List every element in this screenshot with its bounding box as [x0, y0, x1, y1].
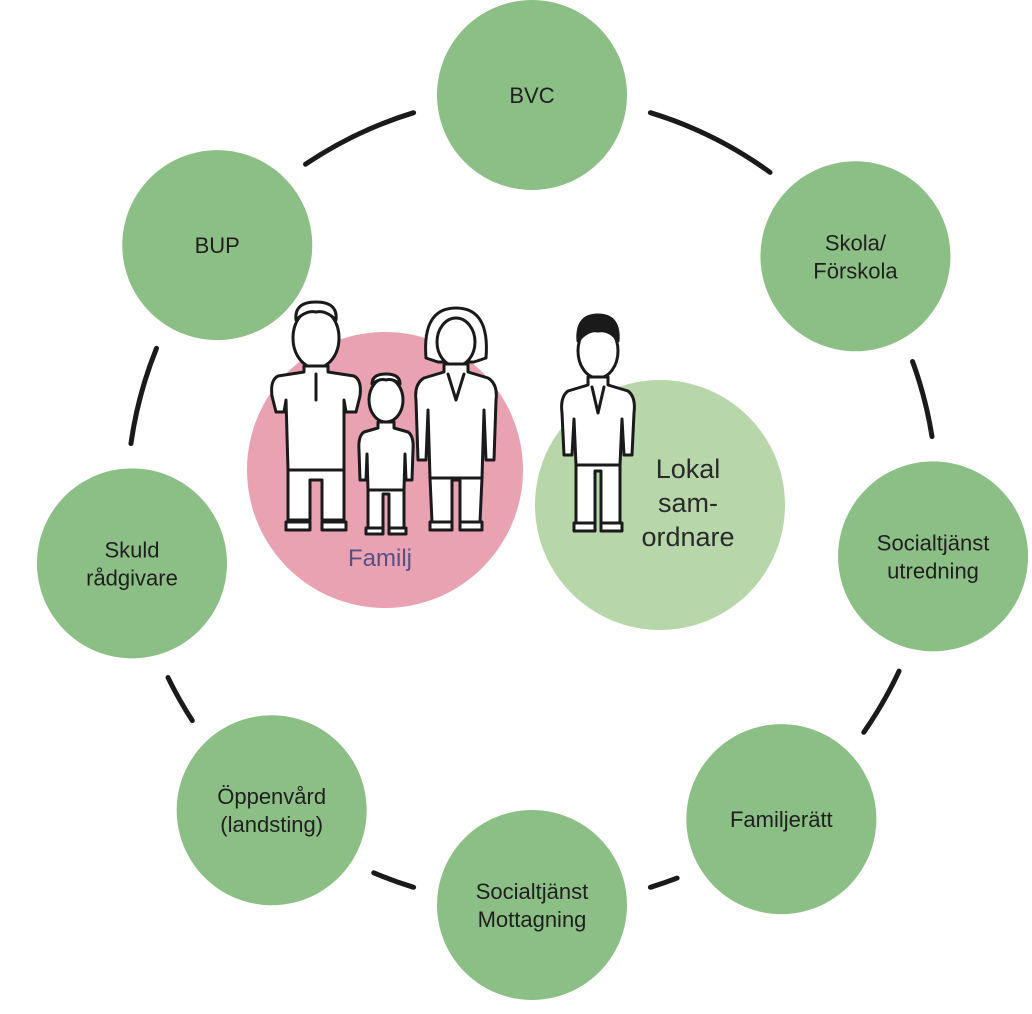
ring-connector: [861, 668, 902, 735]
node-circle: [437, 0, 627, 190]
coordinator-label-line: ordnare: [641, 522, 734, 552]
node-label: BUP: [195, 233, 240, 258]
node-label: Förskola: [813, 258, 898, 283]
node-label: Skuld: [104, 537, 159, 562]
ring-connector: [647, 875, 680, 890]
node-label: rådgivare: [86, 565, 178, 590]
node-circle: [437, 810, 627, 1000]
node-soc-utredning: Socialtjänst utredning: [838, 461, 1029, 652]
man-icon: [270, 300, 362, 532]
node-familjeratt: Familjerätt: [686, 724, 877, 915]
node-label: Öppenvård: [217, 784, 326, 809]
node-circle: [122, 150, 313, 341]
node-oppenvard: Öppenvård (landsting): [176, 715, 367, 906]
node-circle: [838, 461, 1029, 652]
node-skola: Skola/Förskola: [760, 161, 951, 352]
woman-icon: [414, 306, 498, 532]
node-label: Socialtjänst: [877, 530, 990, 555]
node-label: BVC: [509, 83, 554, 108]
service-nodes: BVCSkola/FörskolaSocialtjänstutredningFa…: [36, 0, 1029, 1000]
child-icon: [357, 372, 415, 536]
coordinator-icon: [560, 313, 636, 533]
node-label: Skola/: [825, 230, 887, 255]
node-bvc: BVC: [437, 0, 627, 190]
node-label: (landsting): [220, 812, 323, 837]
node-label: Socialtjänst: [476, 879, 589, 904]
connector-ring: [128, 110, 935, 890]
ring-connector: [128, 345, 159, 447]
node-label: Familjerätt: [730, 807, 833, 832]
ring-connector: [910, 358, 935, 440]
coordinator-label: Lokal sam-ordnare: [641, 454, 734, 552]
node-circle: [176, 715, 367, 906]
ring-connector: [371, 870, 417, 890]
ring-connector: [303, 110, 417, 167]
node-label: utredning: [887, 558, 979, 583]
node-circle: [686, 724, 877, 915]
ring-connector: [165, 675, 195, 724]
coordinator-label-line: sam-: [658, 488, 718, 518]
node-bup: BUP: [122, 150, 313, 341]
coordinator-label-line: Lokal: [656, 454, 721, 484]
ring-connector: [647, 110, 773, 175]
node-circle: [760, 161, 951, 352]
node-label: Mottagning: [478, 907, 587, 932]
node-circle: [36, 468, 227, 659]
node-skuld: Skuld rådgivare: [36, 468, 227, 659]
family-label: Familj: [348, 545, 412, 572]
